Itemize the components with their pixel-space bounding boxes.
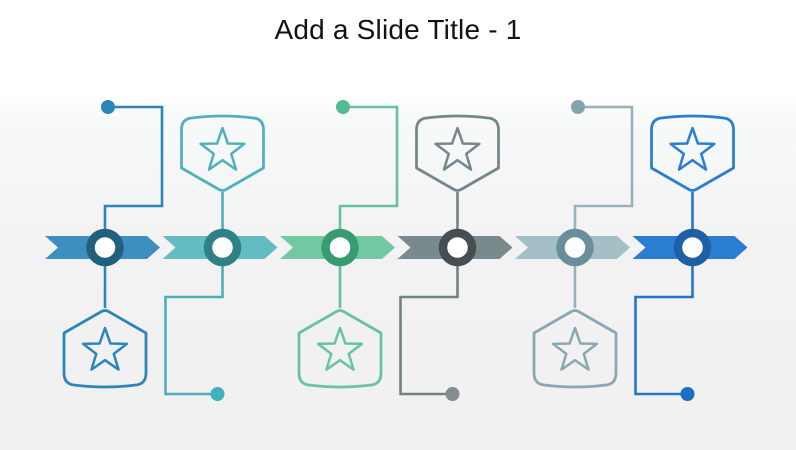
bottom-connector-dot <box>445 387 460 401</box>
badge-shield-top <box>180 114 265 192</box>
timeline-item-3[interactable] <box>280 100 399 389</box>
timeline-node <box>673 228 712 267</box>
top-connector-dot <box>101 100 115 114</box>
badge-shield-bottom <box>532 309 618 389</box>
bottom-connector-dot <box>680 387 695 401</box>
timeline-node <box>203 228 242 267</box>
top-connector-line <box>573 105 634 247</box>
badge-shield-top <box>650 114 735 192</box>
top-connector-line <box>338 105 399 247</box>
timeline-item-4[interactable] <box>397 114 513 401</box>
timeline-node <box>321 228 359 267</box>
star-icon <box>434 126 481 171</box>
top-connector-line <box>103 105 164 247</box>
star-icon <box>316 326 364 371</box>
top-connector-dot <box>571 100 585 114</box>
timeline-item-5[interactable] <box>515 100 634 389</box>
badge-shield-bottom <box>297 309 383 389</box>
top-connector-dot <box>336 100 350 114</box>
star-icon <box>81 326 129 371</box>
timeline-node <box>86 228 124 267</box>
bottom-connector-line <box>634 247 694 396</box>
timeline-node <box>438 228 477 267</box>
star-icon <box>199 126 246 171</box>
timeline-node <box>556 228 594 267</box>
bottom-connector-line <box>164 247 224 396</box>
badge-shield-top <box>415 114 500 192</box>
bottom-connector-dot <box>210 387 225 401</box>
badge-shield-bottom <box>62 309 148 389</box>
timeline-item-1[interactable] <box>45 100 164 389</box>
timeline-item-2[interactable] <box>162 114 278 401</box>
slide-title[interactable]: Add a Slide Title - 1 <box>274 14 522 45</box>
bottom-connector-line <box>399 247 459 396</box>
star-icon <box>669 126 716 171</box>
star-icon <box>551 326 599 371</box>
timeline-item-6[interactable] <box>632 114 748 401</box>
